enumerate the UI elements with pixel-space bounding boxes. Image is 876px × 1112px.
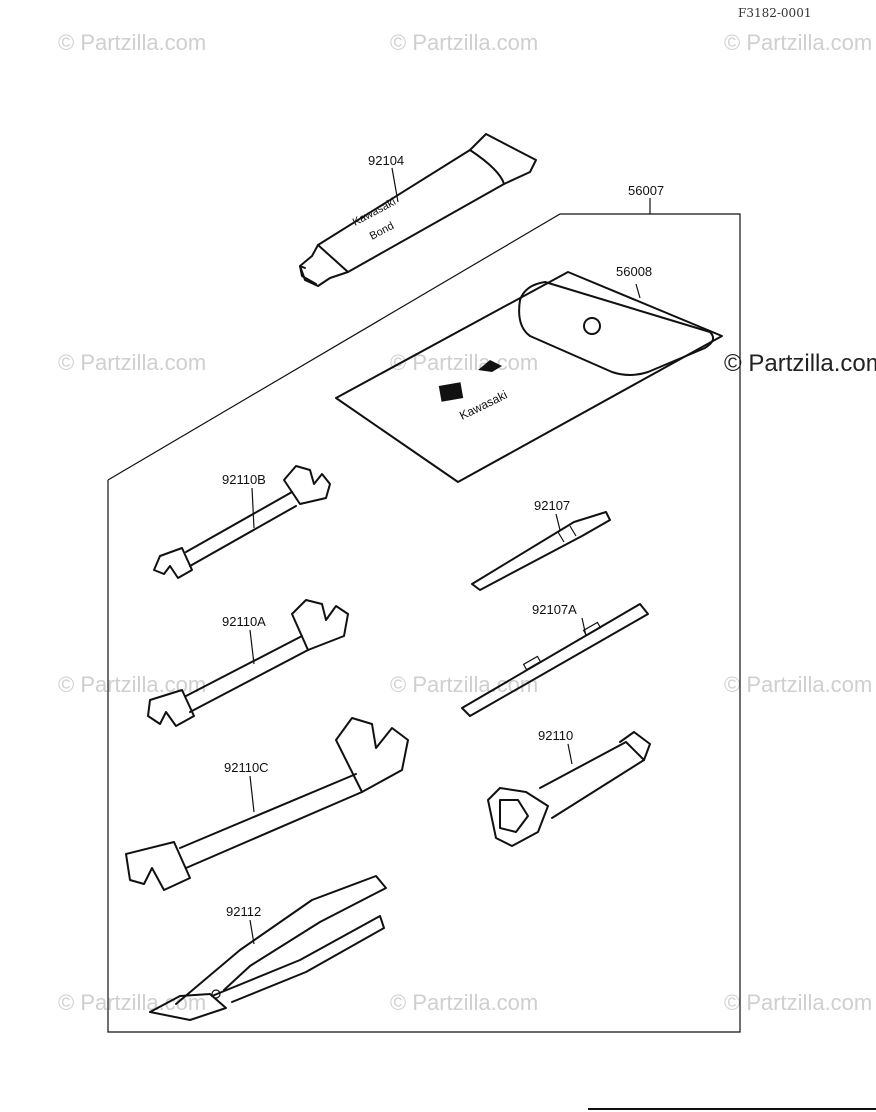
label-92112: 92112 (226, 904, 261, 919)
wrench-small[interactable] (153, 465, 331, 579)
tool-kit-outline (107, 198, 741, 1033)
watermark: © Partzilla.com (390, 30, 539, 55)
watermark: © Partzilla.com (390, 990, 539, 1015)
bottom-rule (588, 1108, 876, 1110)
watermark: © Partzilla.com (58, 350, 207, 375)
watermark: © Partzilla.com (390, 672, 539, 697)
watermark: © Partzilla.com (724, 990, 873, 1015)
watermark: © Partzilla.com (724, 672, 873, 697)
bag-brand-text: Kawasaki (457, 388, 509, 423)
kawasaki-logo-mark-icon (478, 360, 502, 372)
screwdriver-2[interactable] (461, 603, 649, 717)
label-92110: 92110 (538, 728, 573, 743)
tube-text-line2: Bond (368, 220, 396, 243)
label-92110c: 92110C (224, 760, 269, 775)
label-56008: 56008 (616, 264, 652, 279)
bond-tube[interactable]: Kawasaki Bond (299, 133, 537, 287)
label-92107: 92107 (534, 498, 570, 513)
watermark: © Partzilla.com (58, 30, 207, 55)
watermark: © Partzilla.com (58, 672, 207, 697)
wrench-large[interactable] (125, 717, 409, 891)
label-92110a: 92110A (222, 614, 266, 629)
kawasaki-logo-icon (438, 382, 464, 402)
label-92104: 92104 (368, 153, 404, 168)
diagram-code: F3182-0001 (738, 6, 812, 20)
screwdriver-1[interactable] (471, 511, 611, 591)
tool-bag[interactable]: Kawasaki (335, 271, 723, 483)
watermark: © Partzilla.com (724, 30, 873, 55)
wrench-medium[interactable] (147, 599, 349, 727)
plug-wrench[interactable] (487, 731, 651, 847)
label-56007: 56007 (628, 183, 664, 198)
watermark: © Partzilla.com (58, 990, 207, 1015)
label-92110b: 92110B (222, 472, 266, 487)
pliers[interactable] (149, 875, 387, 1021)
label-92107a: 92107A (532, 602, 577, 617)
watermark-emphasized: © Partzilla.com (724, 350, 876, 377)
